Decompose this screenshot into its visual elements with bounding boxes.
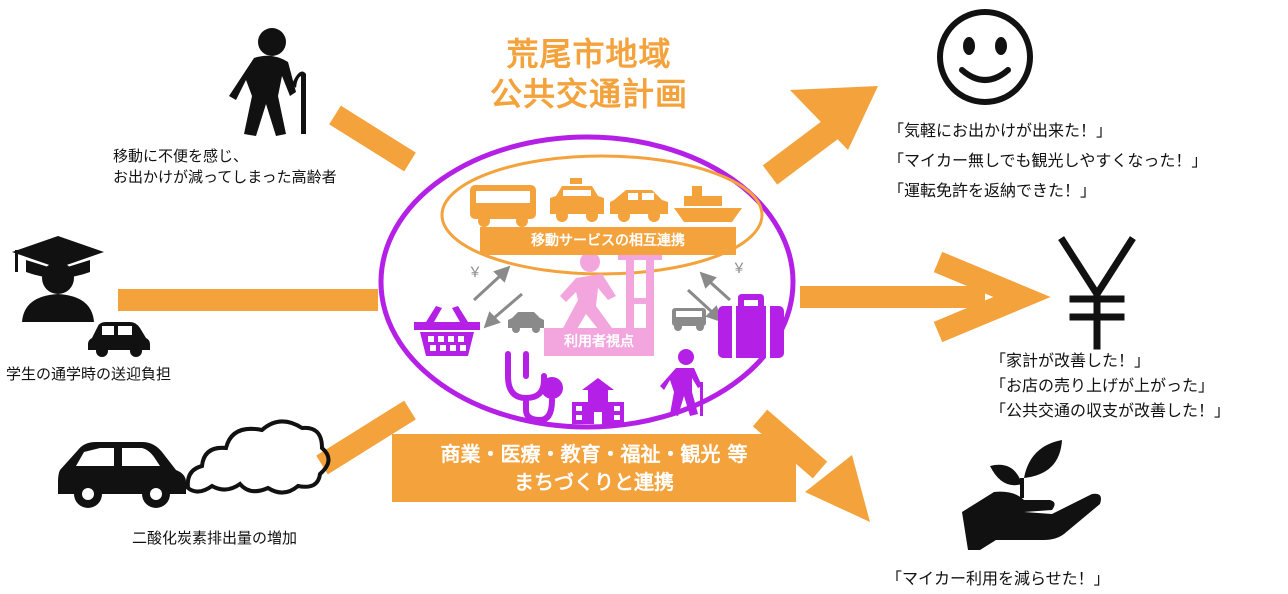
title-line-1: 荒尾市地域	[506, 35, 672, 73]
bus-icon	[470, 185, 536, 227]
shopping-basket-icon	[414, 306, 480, 356]
yen-symbol-left: ￥	[468, 265, 482, 281]
problem-elderly-line-1: 移動に不便を感じ、	[113, 147, 249, 165]
walking-user-icon	[560, 252, 662, 334]
outcome-happy-list: 「気軽にお出かけが出来た！」 「マイカー無しでも観光しやすくなった！」 「運転免…	[888, 118, 1207, 203]
user-perspective-label: 利用者視点	[544, 328, 654, 356]
input-arrow-elderly	[329, 105, 416, 172]
stethoscope-icon	[505, 351, 563, 424]
ferry-icon	[674, 186, 742, 222]
output-arrow-money	[800, 251, 1051, 343]
outcome-money-list: 「家計が改善した！」 「お店の売り上げが上がった」 「公共交通の収支が改善した！…	[990, 348, 1230, 423]
car-icon-small-gray	[508, 312, 544, 333]
outcome-money-2: 「お店の売り上げが上がった」	[990, 376, 1215, 395]
graduate-student-icon	[12, 236, 104, 322]
taxi-icon	[550, 178, 604, 222]
car-icon-student	[88, 322, 150, 357]
collaboration-banner: 商業・医療・教育・福祉・観光 等 まちづくりと連携	[392, 434, 796, 502]
bus-icon-small-gray	[672, 308, 706, 331]
car-icon-mobility	[610, 190, 668, 222]
yen-symbol-right: ￥	[732, 261, 746, 277]
central-ellipse	[378, 134, 796, 430]
outcome-happy-3: 「運転免許を返納できた！」	[888, 181, 1097, 200]
yen-icon	[1058, 236, 1136, 350]
exhaust-smoke-icon	[185, 419, 331, 495]
output-arrow-happy	[762, 86, 878, 185]
outcome-money-1: 「家計が改善した！」	[990, 351, 1151, 370]
outcome-eco-1: 「マイカー利用を減らせた！」	[886, 569, 1110, 588]
title-line-2: 公共交通計画	[489, 75, 688, 113]
collaboration-line-2: まちづくりと連携	[514, 470, 674, 494]
outcome-happy-2: 「マイカー無しでも観光しやすくなった！」	[888, 151, 1208, 170]
school-icon	[572, 378, 624, 424]
hand-sprout-icon	[962, 440, 1101, 550]
outcome-eco-list: 「マイカー利用を減らせた！」	[886, 566, 1110, 591]
car-icon-co2	[58, 442, 186, 508]
elderly-person-icon	[229, 28, 306, 136]
input-arrow-co2	[316, 400, 416, 475]
problem-student: 学生の通学時の送迎負担	[6, 365, 172, 383]
exchange-arrows-left	[472, 265, 523, 329]
problem-co2: 二酸化炭素排出量の増加	[132, 529, 298, 547]
collaboration-line-1: 商業・医療・教育・福祉・観光 等	[440, 442, 748, 466]
outcome-money-3: 「公共交通の収支が改善した！」	[990, 401, 1231, 420]
problem-elderly-line-2: お出かけが減ってしまった高齢者	[113, 168, 337, 186]
diagram-title: 荒尾市地域 公共交通計画	[480, 34, 698, 114]
mobility-services-label: 移動サービスの相互連携	[480, 227, 736, 255]
smiley-face-icon	[937, 9, 1033, 105]
elderly-person-icon-purple	[660, 349, 703, 416]
outcome-happy-1: 「気軽にお出かけが出来た！」	[888, 121, 1113, 140]
suitcase-icon	[718, 294, 784, 358]
problem-elderly: 移動に不便を感じ、 お出かけが減ってしまった高齢者	[113, 146, 337, 188]
